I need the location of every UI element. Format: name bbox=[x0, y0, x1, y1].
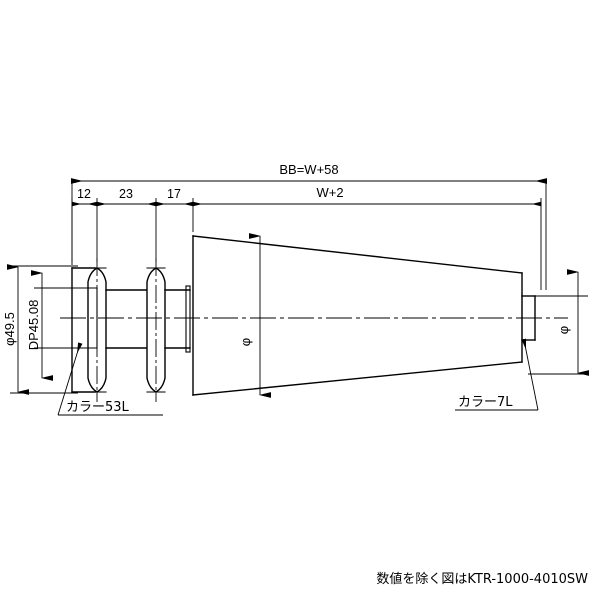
collar-2-right-profile bbox=[155, 267, 166, 393]
callout-left-collar: カラー53L bbox=[57, 342, 163, 416]
right-phi-label: φ bbox=[556, 326, 571, 334]
cone-phi-label: φ bbox=[238, 338, 253, 346]
right-collar-label: カラー7L bbox=[458, 395, 513, 410]
seg3-label: 17 bbox=[167, 187, 181, 201]
collar-2-left-profile bbox=[146, 267, 157, 393]
phi495-label: φ49.5 bbox=[2, 312, 17, 346]
seg2-label: 23 bbox=[119, 187, 133, 201]
dimension-left-diameters: φ49.5 DP45.08 bbox=[2, 264, 80, 395]
right-callout-leader bbox=[521, 338, 539, 411]
left-collar-label: カラー53L bbox=[66, 400, 130, 415]
dimension-right-shaft-diameter: φ bbox=[528, 269, 589, 376]
w2-label: W+2 bbox=[316, 185, 343, 200]
dimension-chain-row: 12 23 17 W+2 bbox=[71, 185, 542, 290]
seg1-label: 12 bbox=[77, 187, 91, 201]
tapered-roller-body bbox=[60, 235, 568, 396]
left-callout-leader bbox=[57, 342, 83, 416]
cone-bottom-taper bbox=[192, 361, 523, 396]
cone-top-taper bbox=[192, 235, 523, 274]
collar-1-right-profile bbox=[96, 267, 107, 393]
drawing-caption: 数値を除く図はKTR-1000-4010SW bbox=[376, 571, 588, 587]
dimension-cone-base-diameter: φ bbox=[238, 233, 271, 398]
dimension-bb-total: BB=W+58 bbox=[71, 162, 547, 290]
dp4508-label: DP45.08 bbox=[26, 300, 41, 351]
collar-1-left-profile bbox=[87, 267, 98, 393]
bb-dimension-label: BB=W+58 bbox=[279, 162, 338, 177]
callout-right-collar: カラー7L bbox=[455, 338, 539, 411]
left-shaft-assembly bbox=[71, 267, 191, 393]
